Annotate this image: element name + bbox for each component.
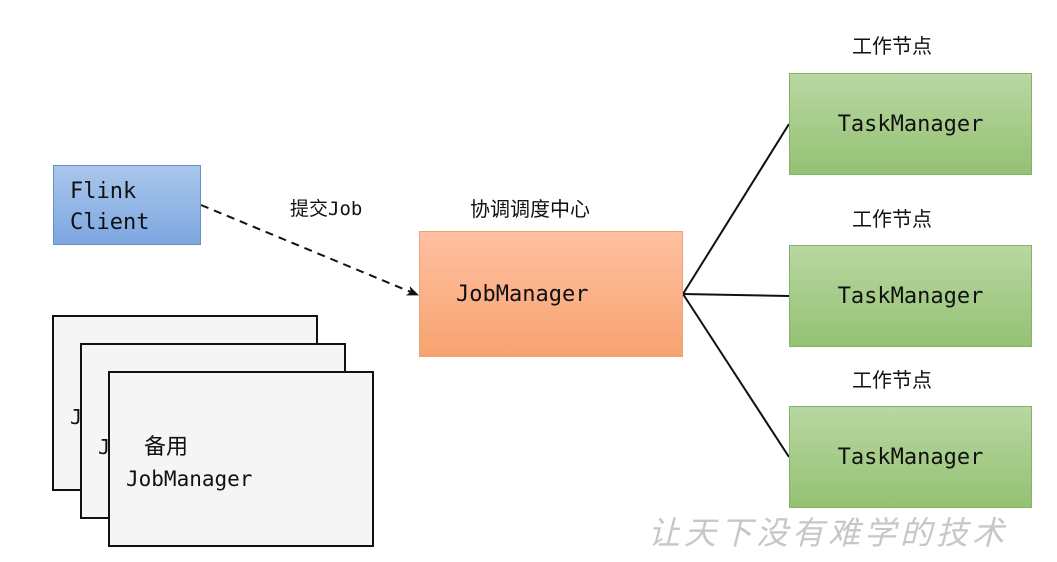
standby-jobmanager-card-front: 备用 JobManager <box>108 371 374 547</box>
submit-job-label: 提交Job <box>290 194 362 221</box>
edge-jobmanager-taskmanager-2 <box>682 293 790 297</box>
standby-jobmanager-label: JobManager <box>126 467 253 491</box>
submit-job-label-suffix: Job <box>328 198 363 220</box>
taskmanager-node-3: TaskManager <box>789 406 1032 508</box>
taskmanager-2-caption: 工作节点 <box>852 207 932 231</box>
jobmanager-caption: 协调调度中心 <box>470 197 590 221</box>
taskmanager-node-2: TaskManager <box>789 245 1032 347</box>
flink-client-line-2: Client <box>70 210 150 235</box>
taskmanager-3-caption: 工作节点 <box>852 368 932 392</box>
submit-job-label-prefix: 提交 <box>290 198 329 220</box>
standby-card-back-peek-text: J <box>70 405 83 429</box>
standby-jobmanager-title: 备用 <box>144 435 189 460</box>
flink-client-line-1: Flink <box>70 179 137 204</box>
submit-job-arrow <box>200 204 419 296</box>
edge-jobmanager-taskmanager-3 <box>682 293 790 458</box>
jobmanager-node: JobManager <box>419 231 683 357</box>
taskmanager-2-label: TaskManager <box>837 283 984 309</box>
watermark-text: 让天下没有难学的技术 <box>648 514 1009 552</box>
flink-client-node: Flink Client <box>53 165 201 245</box>
jobmanager-label: JobManager <box>456 281 589 307</box>
taskmanager-1-label: TaskManager <box>837 111 984 137</box>
standby-card-middle-peek-text: J <box>98 435 111 459</box>
edge-jobmanager-taskmanager-1 <box>682 123 790 295</box>
taskmanager-node-1: TaskManager <box>789 73 1032 175</box>
taskmanager-3-label: TaskManager <box>837 444 984 470</box>
taskmanager-1-caption: 工作节点 <box>852 34 932 58</box>
